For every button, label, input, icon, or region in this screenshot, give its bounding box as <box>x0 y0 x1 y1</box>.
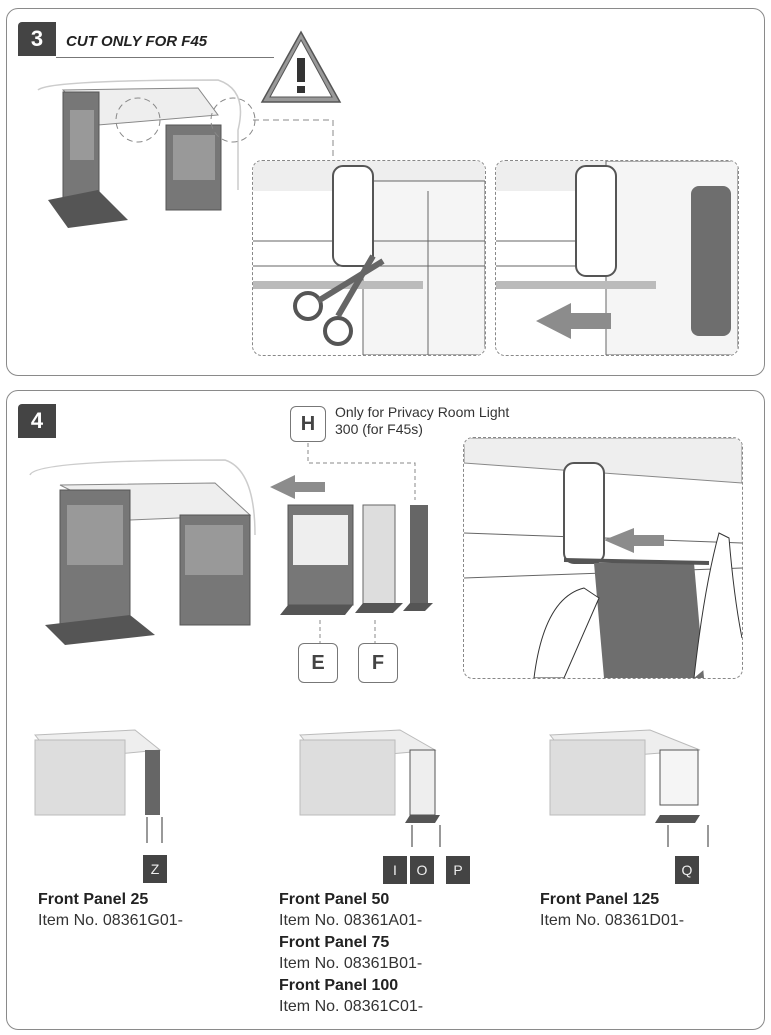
variant-name: Front Panel 125 <box>540 891 660 908</box>
variant-item-no: Item No. 08361D01- <box>540 912 685 929</box>
front-panel-25-illustration <box>33 729 163 843</box>
variant-item-no: Item No. 08361B01- <box>279 955 423 972</box>
variant-front-panel-25: Front Panel 25 Item No. 08361G01- <box>38 889 183 932</box>
arrow-left-icon <box>604 528 664 553</box>
step-3-badge: 3 <box>18 22 56 56</box>
tag-q: Q <box>675 856 699 884</box>
title-underline <box>56 57 274 58</box>
front-panel-125-illustration <box>548 729 709 847</box>
tag-z: Z <box>143 855 167 883</box>
step-3-title: CUT ONLY FOR F45 <box>66 33 208 50</box>
label-h: H <box>290 406 326 442</box>
detail-slide-view <box>495 160 739 356</box>
scissors-detail-illustration <box>253 161 485 355</box>
variant-name: Front Panel 25 <box>38 891 149 908</box>
scissors-icon <box>293 254 385 346</box>
variant-front-panel-125: Front Panel 125 Item No. 08361D01- <box>540 889 684 932</box>
arrow-left-icon <box>536 303 611 339</box>
variant-item-no: Item No. 08361G01- <box>38 912 183 929</box>
detail-insert-view <box>463 437 743 679</box>
note-line-1: Only for Privacy Room Light <box>335 404 510 420</box>
variant-item-no: Item No. 08361C01- <box>279 998 424 1015</box>
variant-name: Front Panel 100 <box>279 977 399 994</box>
note-line-2: 300 (for F45s) <box>335 421 423 437</box>
label-f: F <box>358 643 398 683</box>
tag-p: P <box>446 856 470 884</box>
privacy-room-note: Only for Privacy Room Light 300 (for F45… <box>335 404 509 438</box>
step-4-badge: 4 <box>18 404 56 438</box>
awning-panels-overview-illustration <box>29 443 433 645</box>
label-e: E <box>298 643 338 683</box>
tag-o: O <box>410 856 434 884</box>
variant-name: Front Panel 50 <box>279 891 390 908</box>
insert-panel-detail-illustration <box>464 438 742 678</box>
tag-i: I <box>383 856 407 884</box>
variant-name: Front Panel 75 <box>279 934 390 951</box>
front-panel-50-100-illustration <box>298 729 441 847</box>
detail-cut-view <box>252 160 486 356</box>
warning-icon <box>260 30 342 103</box>
variant-front-panel-50-100: Front Panel 50 Item No. 08361A01- Front … <box>279 889 423 1018</box>
awning-cut-overview-illustration <box>37 79 334 228</box>
arrow-left-icon <box>270 475 325 499</box>
variant-item-no: Item No. 08361A01- <box>279 912 423 929</box>
slide-out-detail-illustration <box>496 161 738 355</box>
